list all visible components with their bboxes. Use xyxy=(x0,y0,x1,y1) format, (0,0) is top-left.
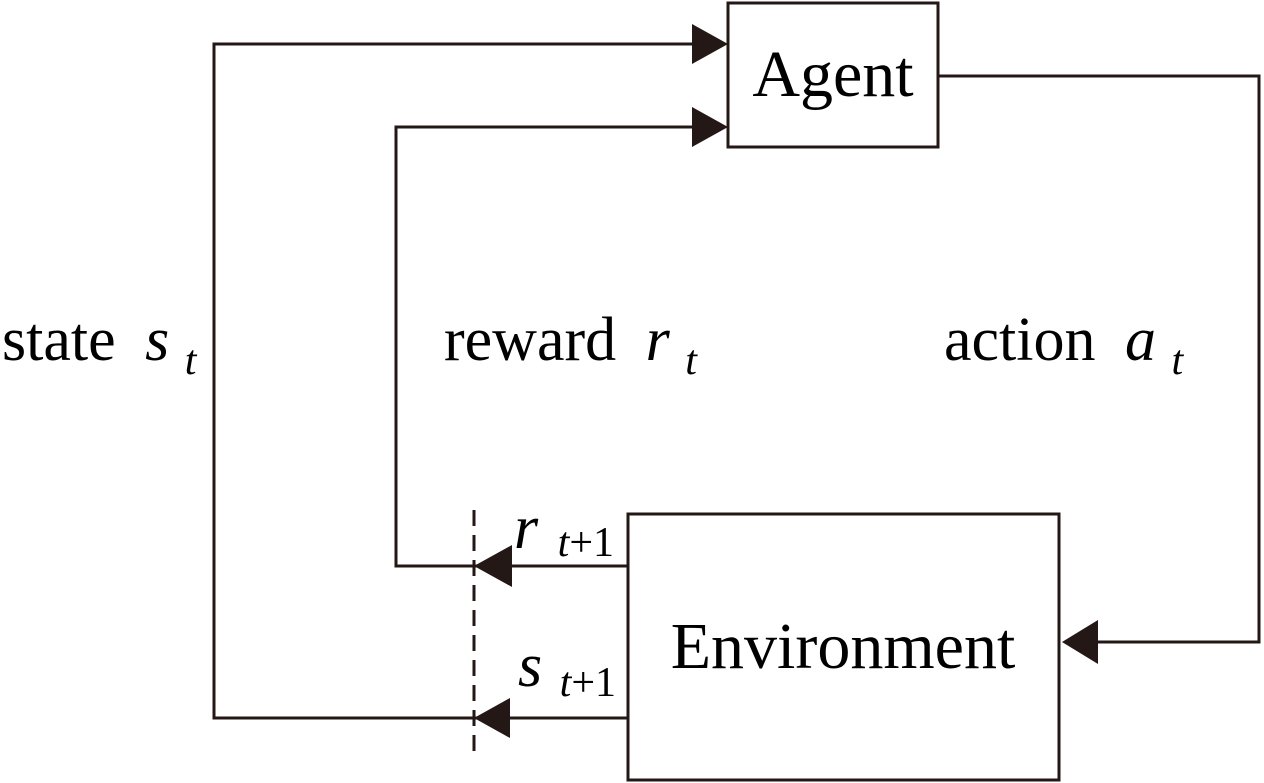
state-symbol: s xyxy=(145,306,169,374)
next-reward-arrowhead xyxy=(474,545,512,587)
reward-label: reward r t xyxy=(444,306,698,384)
next-state-subscript-var: t xyxy=(560,660,573,706)
state-word: state xyxy=(2,306,116,374)
action-label: action a t xyxy=(944,306,1185,384)
reward-word: reward xyxy=(444,306,616,374)
state-feedback-line xyxy=(212,42,700,720)
reward-subscript: t xyxy=(685,338,698,384)
next-state-arrowhead xyxy=(474,698,510,738)
state-label: state s t xyxy=(2,306,198,384)
next-state-subscript-rest: +1 xyxy=(571,660,616,706)
action-word: action xyxy=(944,306,1096,374)
next-reward-label: r t+1 xyxy=(514,494,614,566)
action-line xyxy=(938,74,1261,644)
action-symbol: a xyxy=(1125,306,1156,374)
next-reward-subscript-var: t xyxy=(558,520,571,566)
next-reward-symbol: r xyxy=(514,494,539,562)
action-subscript: t xyxy=(1172,338,1185,384)
agent-box xyxy=(726,1,940,149)
reward-arrowhead-agent xyxy=(692,107,728,147)
state-subscript: t xyxy=(185,338,198,384)
next-state-symbol: s xyxy=(518,632,542,700)
action-arrowhead-environment xyxy=(1062,620,1098,664)
environment-box xyxy=(626,512,1061,782)
environment-label: Environment xyxy=(671,610,1016,683)
next-state-label: s t+1 xyxy=(518,632,616,706)
agent-label: Agent xyxy=(752,38,913,111)
next-reward-subscript-rest: +1 xyxy=(569,520,614,566)
state-arrowhead-agent xyxy=(692,24,728,64)
reward-symbol: r xyxy=(646,306,671,374)
